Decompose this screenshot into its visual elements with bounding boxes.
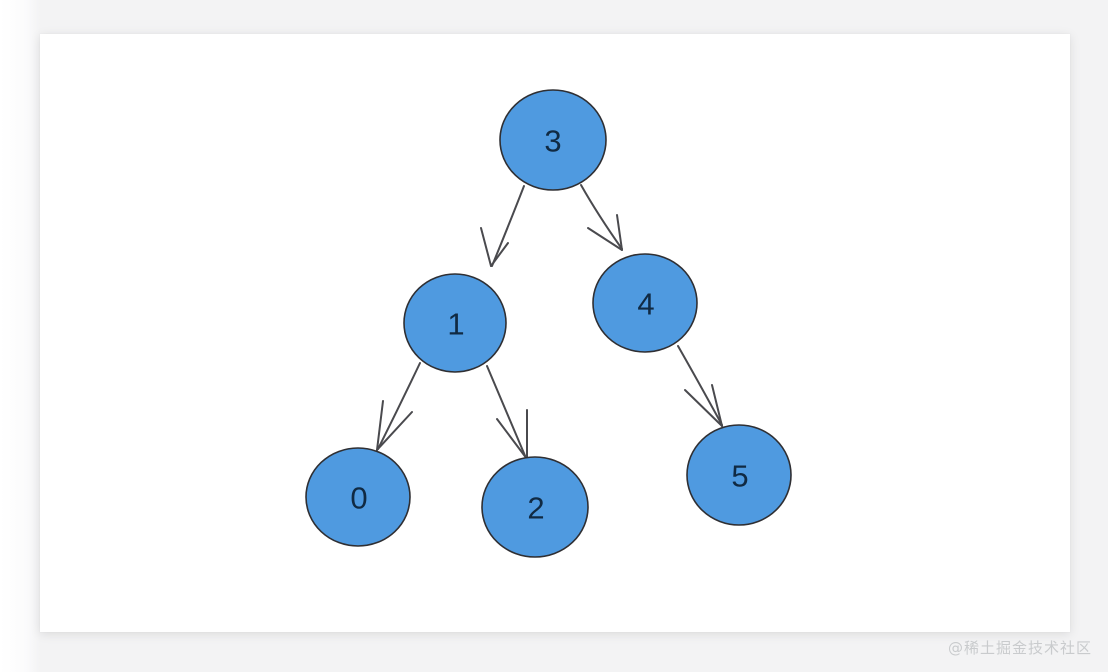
watermark-text: @稀土掘金技术社区 xyxy=(947,639,1092,657)
diagram-canvas-card xyxy=(40,34,1070,632)
